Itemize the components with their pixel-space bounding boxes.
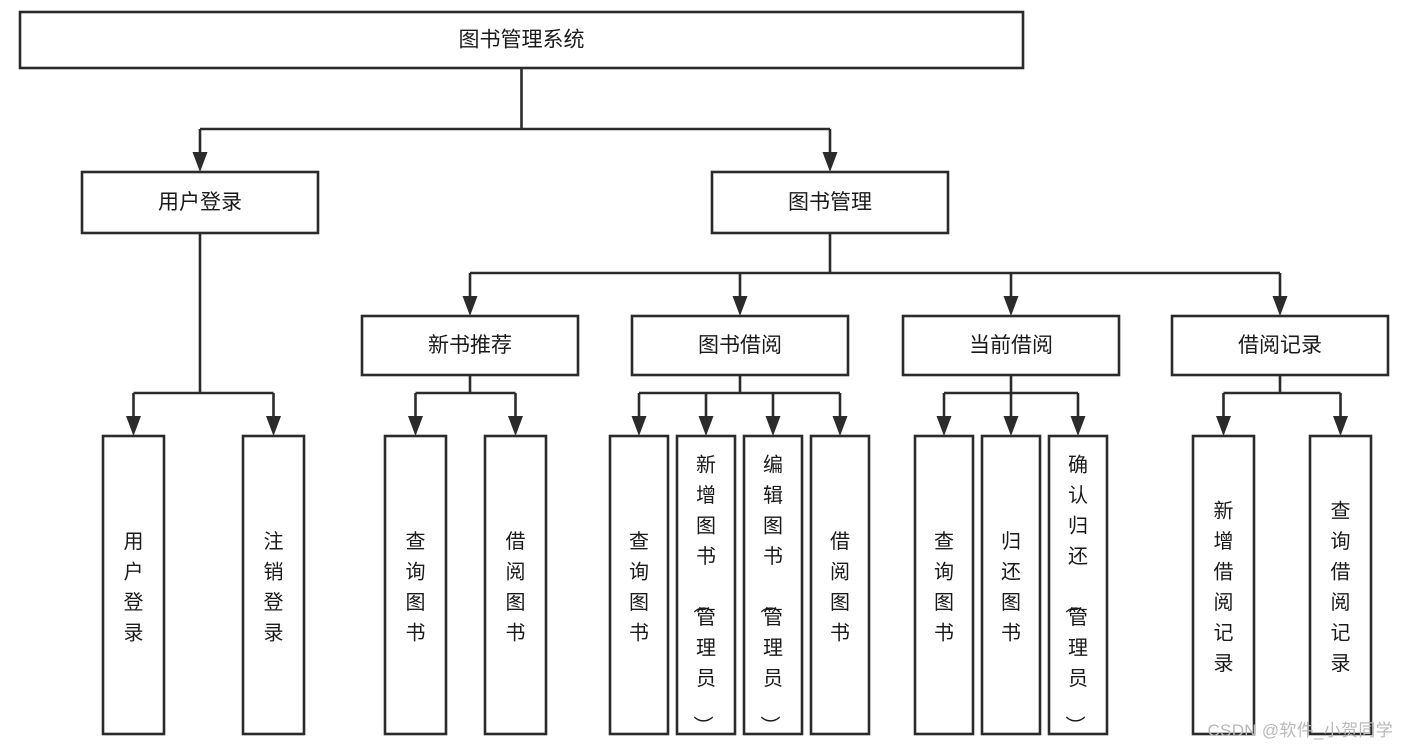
node-box	[913, 434, 975, 736]
node-leaf-query-record[interactable]: 查询借阅记录	[1308, 434, 1373, 736]
node-leaf-borrow-book-1[interactable]: 借阅图书	[483, 434, 548, 736]
node-label: 查询图书	[406, 530, 426, 645]
node-label: 借阅图书	[830, 530, 850, 645]
arrowhead-icon	[508, 416, 523, 436]
node-label: 借阅图书	[506, 530, 526, 645]
node-label: 新增借阅记录	[1214, 499, 1234, 675]
arrowhead-icon	[1003, 416, 1019, 436]
node-label: 图书管理	[788, 191, 872, 214]
arrowhead-icon	[832, 416, 848, 436]
arrowhead-icon	[1070, 416, 1086, 436]
arrowhead-icon	[408, 416, 423, 436]
node-box	[742, 434, 804, 736]
node-label: 新书推荐	[428, 334, 512, 357]
node-box	[383, 434, 448, 736]
node-label: 用户登录	[124, 531, 144, 645]
node-label: 确认归还（管理员）	[1063, 454, 1088, 736]
node-label: 归还图书	[1001, 530, 1021, 645]
node-label: 查询图书	[629, 530, 649, 645]
connector-layer	[126, 68, 1348, 436]
node-box	[1308, 434, 1373, 736]
node-box	[1047, 434, 1109, 736]
node-box	[1170, 314, 1390, 377]
node-box	[360, 314, 580, 377]
node-box	[483, 434, 548, 736]
arrowhead-icon	[126, 416, 141, 436]
node-box	[901, 314, 1121, 377]
node-leaf-user-logout[interactable]: 注销登录	[241, 434, 306, 736]
arrowhead-icon	[192, 152, 208, 172]
node-leaf-add-record[interactable]: 新增借阅记录	[1191, 434, 1256, 736]
arrowhead-icon	[1272, 296, 1288, 316]
node-leaf-query-book-3[interactable]: 查询图书	[913, 434, 975, 736]
node-label: 当前借阅	[969, 334, 1053, 357]
node-box	[101, 434, 166, 736]
node-root[interactable]: 图书管理系统	[18, 10, 1025, 70]
node-box	[18, 10, 1025, 70]
node-leaf-borrow-book-2[interactable]: 借阅图书	[809, 434, 871, 736]
arrowhead-icon	[732, 296, 748, 316]
arrowhead-icon	[631, 416, 647, 436]
node-box	[980, 434, 1042, 736]
arrowhead-icon	[765, 416, 781, 436]
node-book-borrow[interactable]: 图书借阅	[630, 314, 850, 377]
arrowhead-icon	[1003, 296, 1019, 316]
node-borrow-record[interactable]: 借阅记录	[1170, 314, 1390, 377]
node-leaf-add-book[interactable]: 新增图书（管理员）	[675, 434, 737, 736]
node-current-borrow[interactable]: 当前借阅	[901, 314, 1121, 377]
node-layer: 图书管理系统用户登录图书管理新书推荐图书借阅当前借阅借阅记录用户登录注销登录查询…	[18, 10, 1390, 736]
node-box	[608, 434, 670, 736]
node-leaf-query-book-1[interactable]: 查询图书	[383, 434, 448, 736]
arrowhead-icon	[1333, 416, 1348, 436]
node-label: 图书借阅	[698, 334, 782, 357]
arrowhead-icon	[936, 416, 952, 436]
node-leaf-confirm-return[interactable]: 确认归还（管理员）	[1047, 434, 1109, 736]
arrowhead-icon	[462, 296, 478, 316]
node-label: 图书管理系统	[459, 29, 585, 52]
node-leaf-query-book-2[interactable]: 查询图书	[608, 434, 670, 736]
node-label: 编辑图书（管理员）	[758, 454, 783, 736]
node-box	[710, 170, 950, 235]
node-box	[80, 170, 320, 235]
node-new-book-recommend[interactable]: 新书推荐	[360, 314, 580, 377]
node-leaf-return-book[interactable]: 归还图书	[980, 434, 1042, 736]
node-book-manage[interactable]: 图书管理	[710, 170, 950, 235]
node-label: 用户登录	[158, 191, 242, 214]
node-label: 借阅记录	[1238, 334, 1322, 357]
node-label: 新增图书（管理员）	[691, 454, 716, 736]
node-leaf-edit-book[interactable]: 编辑图书（管理员）	[742, 434, 804, 736]
node-user-login[interactable]: 用户登录	[80, 170, 320, 235]
node-box	[241, 434, 306, 736]
arrowhead-icon	[822, 152, 838, 172]
arrowhead-icon	[266, 416, 281, 436]
node-leaf-user-login[interactable]: 用户登录	[101, 434, 166, 736]
watermark-text: CSDN @软件_小贺同学	[1207, 721, 1393, 740]
node-box	[630, 314, 850, 377]
node-box	[675, 434, 737, 736]
arrowhead-icon	[1216, 416, 1231, 436]
node-label: 注销登录	[264, 530, 284, 645]
node-label: 查询图书	[934, 530, 954, 645]
node-label: 查询借阅记录	[1331, 499, 1351, 675]
node-box	[1191, 434, 1256, 736]
node-box	[809, 434, 871, 736]
arrowhead-icon	[698, 416, 714, 436]
